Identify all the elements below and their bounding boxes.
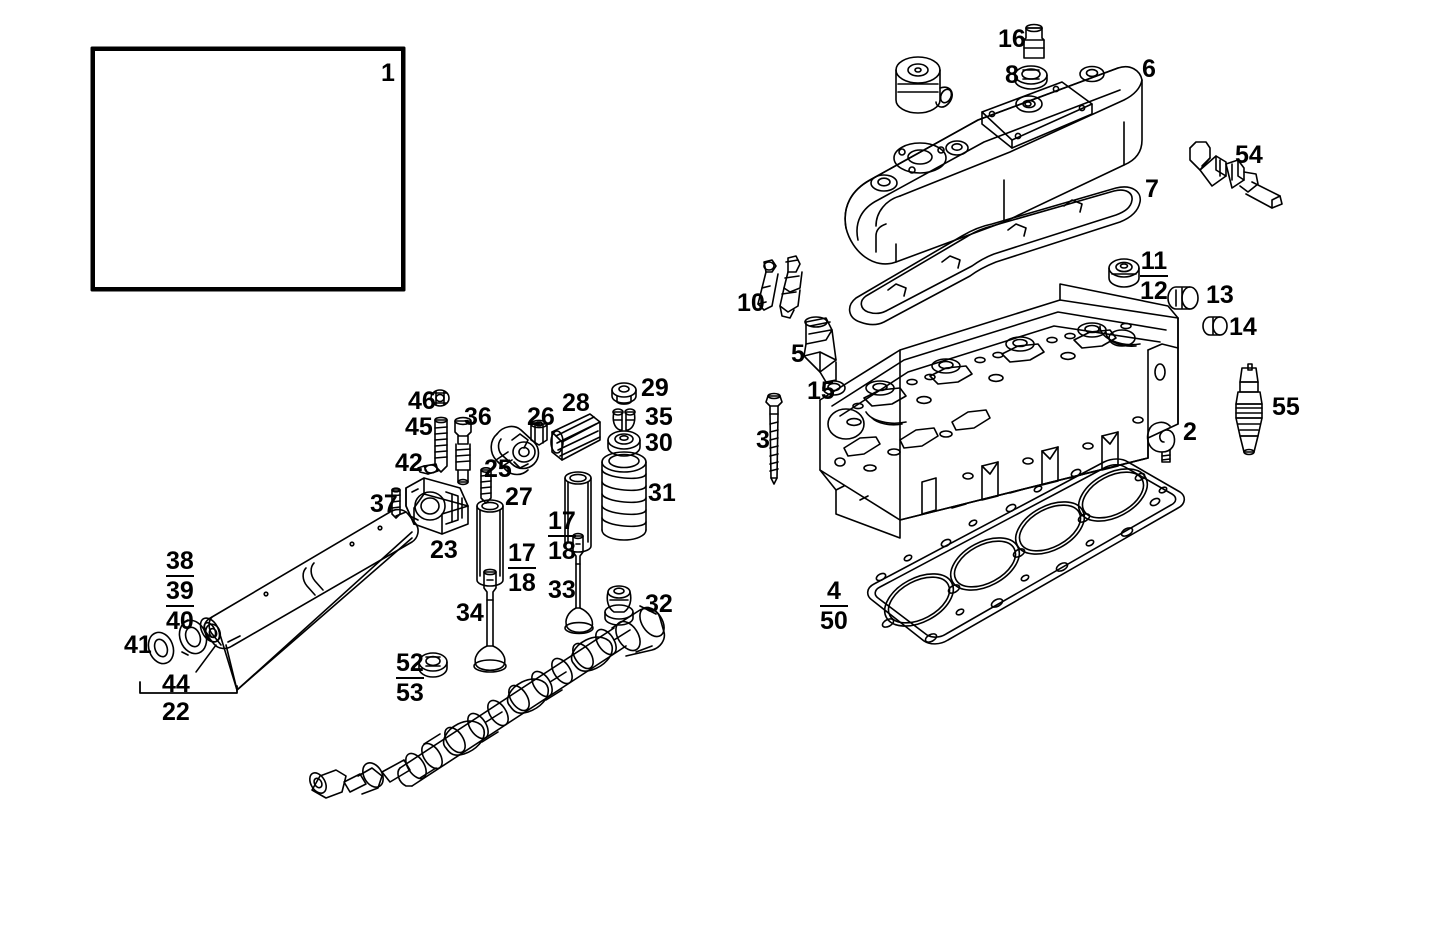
callout-46: 46 — [408, 387, 436, 415]
head-gasket-4-50 — [866, 458, 1186, 645]
valve-spring-cap-29 — [611, 382, 637, 405]
washer-8 — [1014, 65, 1048, 90]
plug-11-12 — [1108, 258, 1140, 288]
callout-17: 17 — [548, 507, 576, 535]
callout-55: 55 — [1272, 393, 1300, 421]
callout-8: 8 — [1005, 61, 1019, 89]
rocker-nut-26 — [530, 419, 548, 446]
callout-38: 38 — [166, 547, 194, 575]
callout-4-50: 4 50 — [820, 578, 848, 634]
callout-41: 41 — [124, 631, 152, 659]
callout-31: 31 — [648, 479, 676, 507]
rocker-shaft-bracket-23 — [405, 477, 469, 535]
shim-washer-52-53 — [418, 652, 448, 678]
callout-54: 54 — [1235, 141, 1263, 169]
callout-52-53: 52 53 — [396, 650, 424, 706]
core-plug-14 — [1202, 316, 1228, 336]
callout-45: 45 — [405, 413, 433, 441]
callout-34: 34 — [456, 599, 484, 627]
callout-3: 3 — [756, 426, 770, 454]
callout-13: 13 — [1206, 281, 1234, 309]
callout-17-18-right: 17 18 — [548, 508, 576, 564]
callout-29: 29 — [641, 374, 669, 402]
fraction-bar — [548, 535, 576, 537]
callout-44: 44 — [162, 670, 190, 698]
valve-keepers-35 — [612, 408, 636, 431]
callout-33: 33 — [548, 576, 576, 604]
fraction-bar — [1140, 275, 1168, 277]
fraction-bar — [820, 605, 848, 607]
dowel-pin-42 — [417, 463, 439, 475]
shaft-end-parts — [147, 619, 222, 665]
inset-frame — [92, 48, 404, 290]
callout-16: 16 — [998, 25, 1026, 53]
intake-valve-34 — [473, 568, 507, 673]
callout-36: 36 — [464, 403, 492, 431]
callout-42: 42 — [395, 449, 423, 477]
injector-body-5 — [803, 316, 837, 383]
fraction-bar — [166, 605, 194, 607]
callout-38-39-40: 38 39 40 — [166, 548, 194, 634]
callout-17: 17 — [508, 539, 536, 567]
exhaust-valve-33 — [564, 532, 594, 635]
callout-37: 37 — [370, 490, 398, 518]
valve-cover — [844, 56, 1143, 265]
head-bolt-3 — [765, 392, 783, 485]
rocker-spring-28 — [550, 413, 601, 461]
valve-spring-31 — [601, 451, 647, 541]
callout-2: 2 — [1183, 418, 1197, 446]
cap-nut-16 — [1023, 23, 1045, 59]
rocker-arm-25 — [490, 425, 540, 476]
callout-35: 35 — [645, 403, 673, 431]
callout-18: 18 — [508, 569, 536, 597]
callout-27: 27 — [505, 483, 533, 511]
cylinder-head-main — [819, 283, 1179, 539]
adjusting-screw-45 — [434, 416, 448, 473]
callout-32: 32 — [645, 590, 673, 618]
callout-10: 10 — [737, 289, 765, 317]
callout-12: 12 — [1140, 277, 1168, 305]
callout-40: 40 — [166, 607, 194, 635]
callout-15: 15 — [807, 377, 835, 405]
callout-28: 28 — [562, 389, 590, 417]
callout-22: 22 — [162, 698, 190, 726]
callout-5: 5 — [791, 340, 805, 368]
callout-39: 39 — [166, 577, 194, 605]
callout-50: 50 — [820, 607, 848, 635]
callout-11-12: 11 12 — [1140, 248, 1168, 304]
lock-nut-46 — [430, 389, 450, 407]
callout-6: 6 — [1142, 55, 1156, 83]
stud-bolt-36 — [454, 416, 472, 486]
callout-11: 11 — [1140, 247, 1168, 275]
callout-23: 23 — [430, 536, 458, 564]
callout-52: 52 — [396, 649, 424, 677]
glow-plug-55 — [1235, 363, 1263, 456]
injector-clamp-10 — [757, 259, 779, 311]
fraction-bar — [508, 567, 536, 569]
temperature-sender-54 — [1189, 141, 1283, 209]
callout-18: 18 — [548, 537, 576, 565]
valve-stem-seal-32 — [604, 585, 634, 626]
camshaft — [309, 605, 666, 799]
fraction-bar — [166, 575, 194, 577]
callout-4: 4 — [826, 577, 841, 605]
rocker-shaft-22 — [199, 508, 419, 691]
fraction-bar — [396, 677, 424, 679]
callout-53: 53 — [396, 679, 424, 707]
callout-25: 25 — [484, 455, 512, 483]
tappet-bucket-left — [476, 499, 504, 587]
lifting-hook-2 — [1146, 421, 1176, 463]
injector-5-upper — [779, 255, 803, 319]
callout-7: 7 — [1145, 175, 1159, 203]
callout-26: 26 — [527, 403, 555, 431]
callout-14: 14 — [1229, 313, 1257, 341]
valve-cover-gasket-7 — [848, 186, 1141, 326]
callout-1: 1 — [381, 59, 395, 87]
callout-30: 30 — [645, 429, 673, 457]
callout-17-18-left: 17 18 — [508, 540, 536, 596]
spring-retainer-30 — [607, 430, 641, 457]
core-plug-13 — [1167, 286, 1199, 310]
tappet-bucket-right — [564, 471, 592, 553]
